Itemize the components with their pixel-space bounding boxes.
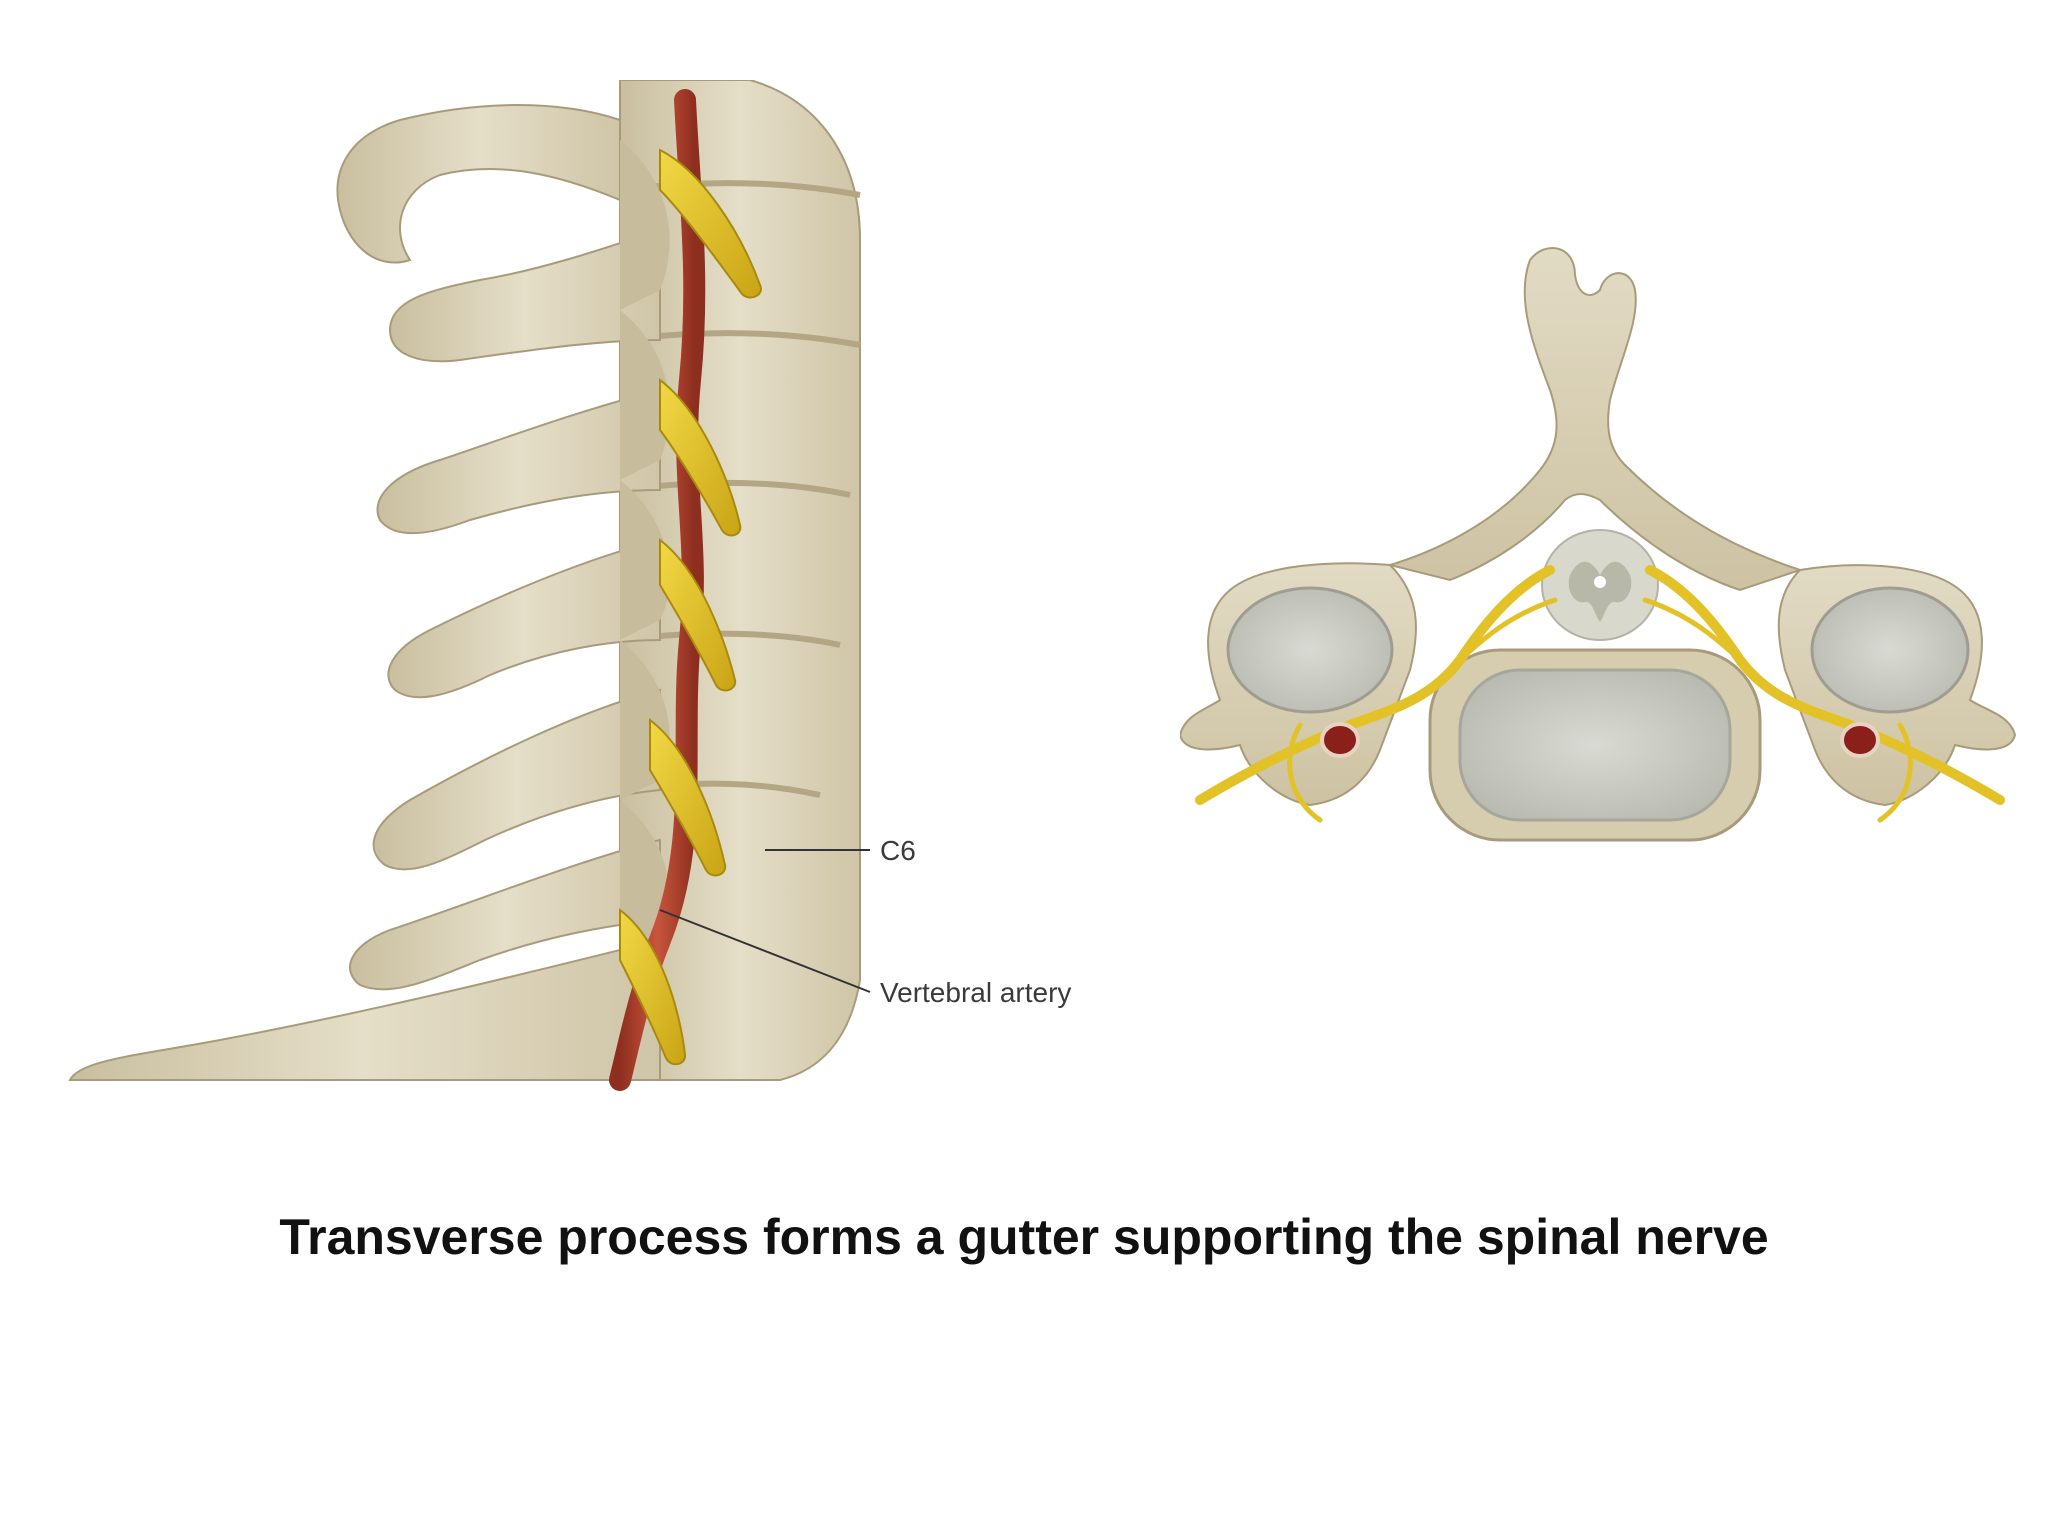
c6-label: C6 [880,835,916,866]
lateral-cervical-spine-illustration: C6 Vertebral artery [60,79,1140,1100]
vertebral-processes [68,140,670,1081]
vertebral-artery-label: Vertebral artery [880,977,1071,1008]
spinal-cord [1541,529,1659,641]
vertebral-artery-leader-line [659,909,871,993]
spinal-nerves [619,148,762,1066]
axial-cervical-vertebra-svg [1178,247,2017,842]
bifid-spinous-process [1386,247,1804,592]
axial-cervical-vertebra-illustration [1178,230,2020,850]
vertebral-body-disc [1458,668,1732,822]
vertebral-arteries [1320,722,1880,758]
right-articular-facet [1810,586,1970,714]
slide-caption: Transverse process forms a gutter suppor… [279,1209,1769,1265]
lateral-cervical-spine-svg: C6 Vertebral artery [68,79,1071,1091]
left-articular-facet [1226,586,1394,714]
spinal-nerve-roots [1195,565,2005,823]
atlas-posterior-arch [336,104,621,264]
